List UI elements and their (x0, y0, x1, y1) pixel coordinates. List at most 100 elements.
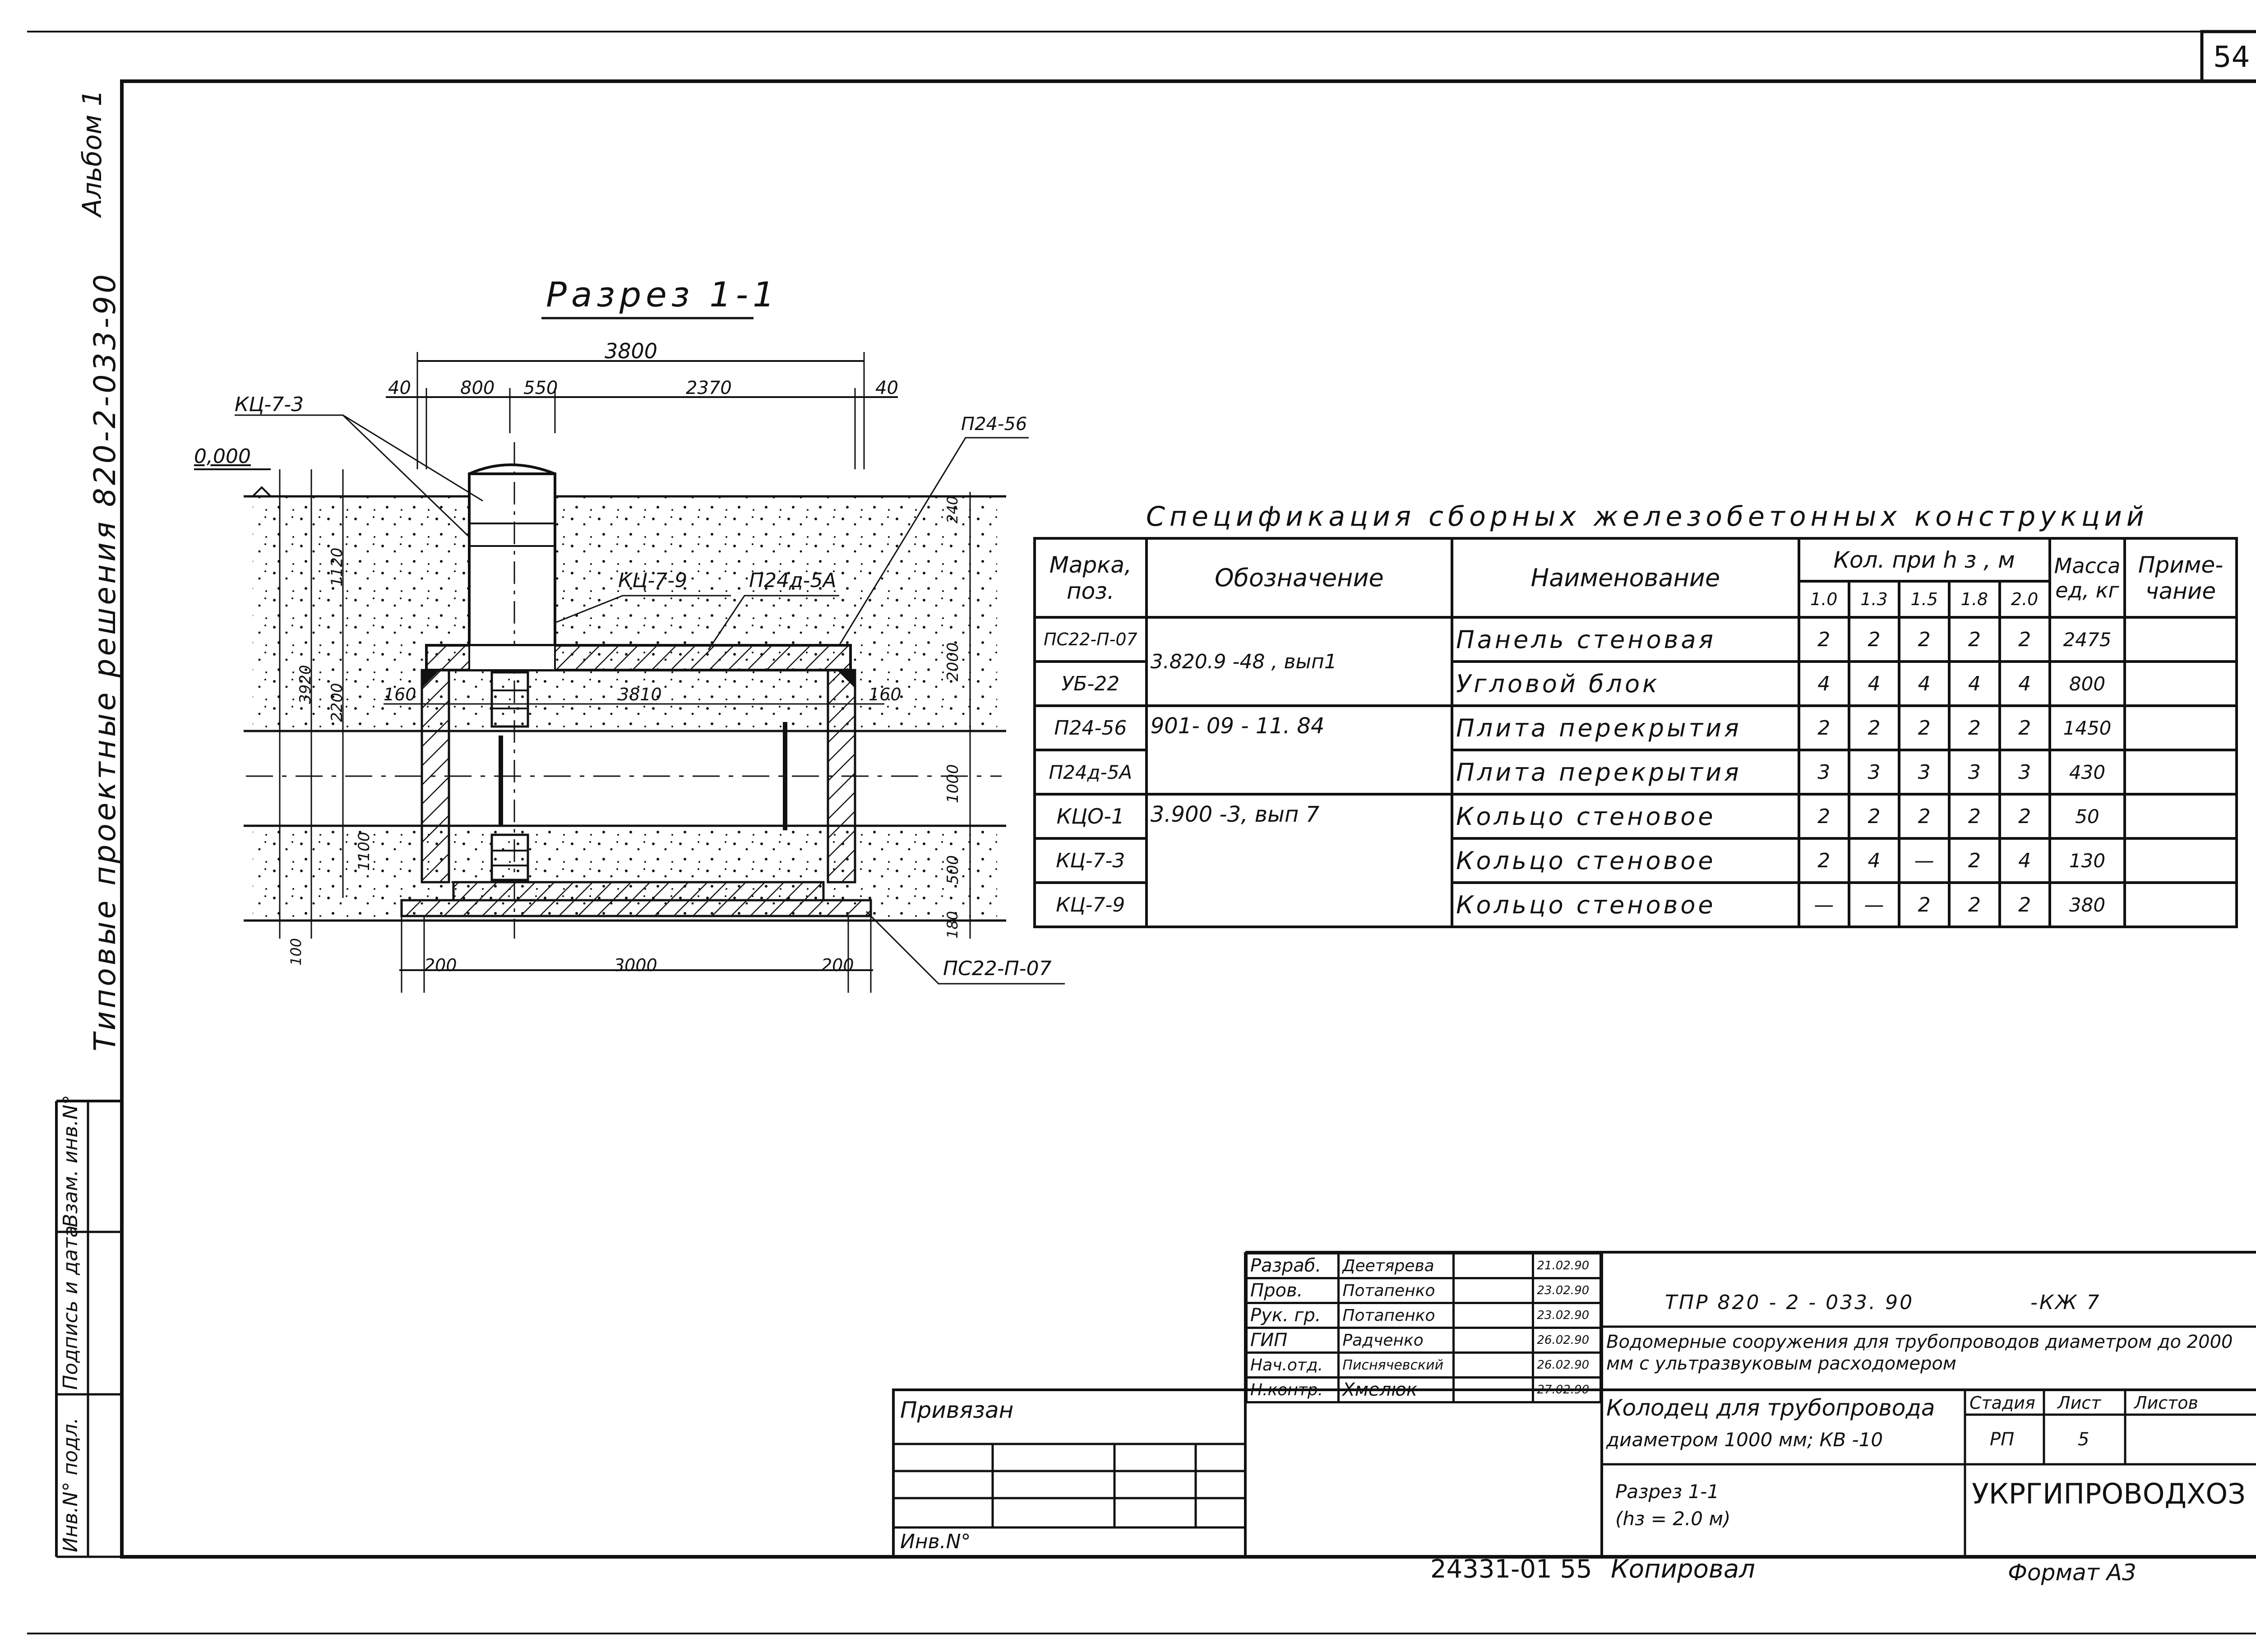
spec-cell-q: 2 (1948, 837, 2001, 884)
spec-cell-mass: 380 (2048, 881, 2127, 928)
stamp-person: Писнячевский (1337, 1351, 1455, 1379)
spec-cell-mass: 800 (2048, 660, 2127, 707)
spec-row: П24-56 901- 09 - 11. 84 Плита перекрытия… (1033, 704, 2238, 796)
dim-3810: 3810 (618, 685, 662, 704)
spec-cell-mark: П24д-5А (1033, 749, 1148, 796)
spec-cell-mark: КЦ-7-9 (1033, 881, 1148, 928)
spec-cell-q: 3 (1998, 749, 2051, 796)
spec-cell-mass: 130 (2048, 837, 2127, 884)
spec-cell-mark: КЦ-7-3 (1033, 837, 1148, 884)
stamp-section-title-2: (hз = 2.0 м) (1615, 1508, 1731, 1530)
stamp-stage-label: Стадия (1969, 1393, 2035, 1413)
stamp-doc-suffix: -КЖ 7 (2030, 1291, 2101, 1314)
spec-cell-q: 2 (1847, 616, 1901, 663)
spec-cell-q: 2 (1998, 881, 2051, 928)
spec-header-qty: Кол. при h з , м (1797, 537, 2051, 583)
footer-copied: Копировал (1611, 1555, 1755, 1584)
spec-header-note: Приме- чание (2123, 537, 2238, 619)
spec-cell-name: Плита перекрытия (1451, 749, 1800, 796)
spec-row: КЦ-7-9 Кольцо стеновое — — 2 2 2 380 (1033, 881, 2238, 928)
dim-40-left: 40 (388, 378, 411, 398)
spec-header-mass: Масса ед, кг (2048, 537, 2127, 619)
stamp-date: 23.02.90 (1532, 1302, 1602, 1329)
spec-cell-note (2123, 837, 2238, 884)
spec-cell-q: 2 (1898, 616, 1951, 663)
stamp-date: 26.02.90 (1532, 1327, 1602, 1354)
spec-cell-q: 4 (1898, 660, 1951, 707)
spec-header-name: Наименование (1451, 537, 1800, 619)
spec-cell-note (2123, 881, 2238, 928)
spec-cell-q: 3 (1898, 749, 1951, 796)
spec-cell-designation: 3.900 -3, вып 7 (1145, 793, 1454, 928)
stamp-stage: РП (1990, 1429, 2015, 1450)
spec-cell-q: 2 (1898, 881, 1951, 928)
stamp-sheet-title-1: Колодец для трубопровода (1606, 1395, 1935, 1421)
spec-cell-q: 2 (1948, 704, 2001, 751)
spec-row: П24д-5А Плита перекрытия 3 3 3 3 3 430 (1033, 749, 2238, 796)
spec-cell-note (2123, 704, 2238, 751)
spec-cell-q: 2 (1998, 616, 2051, 663)
spec-cell-q: — (1797, 881, 1850, 928)
spec-cell-note (2123, 616, 2238, 663)
footer-format: Формат А3 (2008, 1559, 2136, 1586)
spec-cell-mass: 2475 (2048, 616, 2127, 663)
stamp-signature (1452, 1302, 1535, 1329)
spec-cell-q: 4 (1797, 660, 1850, 707)
spec-cell-mark: П24-56 (1033, 704, 1148, 751)
spec-cell-q: — (1847, 881, 1901, 928)
spec-cell-mark: УБ-22 (1033, 660, 1148, 707)
label-kc-7-3: КЦ-7-3 (235, 393, 304, 416)
spec-row: ПС22-П-07 3.820.9 -48 , вып1 Панель стен… (1033, 616, 2238, 707)
stamp-project-title: Водомерные сооружения для трубопроводов … (1606, 1332, 2233, 1374)
spec-cell-note (2123, 749, 2238, 796)
spec-cell-name: Панель стеновая (1451, 616, 1800, 663)
spec-row: КЦО-1 3.900 -3, вып 7 Кольцо стеновое 2 … (1033, 793, 2238, 928)
spec-cell-q: 2 (1898, 793, 1951, 840)
spec-cell-q: 4 (1998, 660, 2051, 707)
spec-cell-q: 2 (1797, 793, 1850, 840)
spec-cell-q: 2 (1797, 837, 1850, 884)
spec-cell-q: 4 (1948, 660, 2001, 707)
spec-header-mark: Марка, поз. (1033, 537, 1148, 619)
spec-cell-mark: КЦО-1 (1033, 793, 1148, 840)
stamp-section-title-1: Разрез 1-1 (1615, 1481, 1720, 1503)
spec-cell-mass: 430 (2048, 749, 2127, 796)
stamp-signature (1452, 1351, 1535, 1379)
spec-h-3: 1.5 (1898, 580, 1951, 619)
dim-550: 550 (523, 378, 558, 398)
spec-h-5: 2.0 (1998, 580, 2051, 619)
stamp-person: Потапенко (1337, 1302, 1455, 1329)
spec-cell-name: Плита перекрытия (1451, 704, 1800, 751)
spec-cell-q: — (1898, 837, 1951, 884)
dim-40-right: 40 (875, 378, 898, 398)
dim-160-left: 160 (384, 685, 416, 704)
stamp-role-row: Рук. гр. Потапенко 23.02.90 (1245, 1302, 1602, 1329)
stamp-date: 21.02.90 (1532, 1252, 1602, 1279)
spec-table: Марка, поз. Обозначение Наименование Кол… (1033, 537, 2238, 928)
spec-cell-name: Угловой блок (1451, 660, 1800, 707)
stamp-signature (1452, 1252, 1535, 1279)
spec-cell-q: 3 (1847, 749, 1901, 796)
label-p24-56: П24-56 (961, 414, 1027, 435)
stamp-role: Нач.отд. (1245, 1351, 1340, 1379)
spec-cell-q: 2 (1898, 704, 1951, 751)
spec-cell-name: Кольцо стеновое (1451, 793, 1800, 840)
stamp-sheet: 5 (2078, 1429, 2090, 1450)
dim-3800: 3800 (605, 339, 658, 363)
spec-row: УБ-22 Угловой блок 4 4 4 4 4 800 (1033, 660, 2238, 707)
stamp-bound: Привязан (900, 1397, 1014, 1423)
stamp-date: 23.02.90 (1532, 1277, 1602, 1304)
spec-cell-q: 2 (1797, 704, 1850, 751)
spec-cell-name: Кольцо стеновое (1451, 881, 1800, 928)
footer-number: 24331-01 55 (1430, 1555, 1592, 1584)
stamp-date: 26.02.90 (1532, 1351, 1602, 1379)
spec-cell-designation: 3.820.9 -48 , вып1 (1145, 616, 1454, 707)
stamp-role-row: Разраб. Деетярева 21.02.90 (1245, 1252, 1602, 1279)
spec-h-1: 1.0 (1797, 580, 1850, 619)
spec-cell-q: 4 (1998, 837, 2051, 884)
stamp-role-row: ГИП Радченко 26.02.90 (1245, 1327, 1602, 1354)
label-p24d-5a: П24д-5А (749, 569, 837, 592)
dim-3000: 3000 (614, 955, 657, 975)
